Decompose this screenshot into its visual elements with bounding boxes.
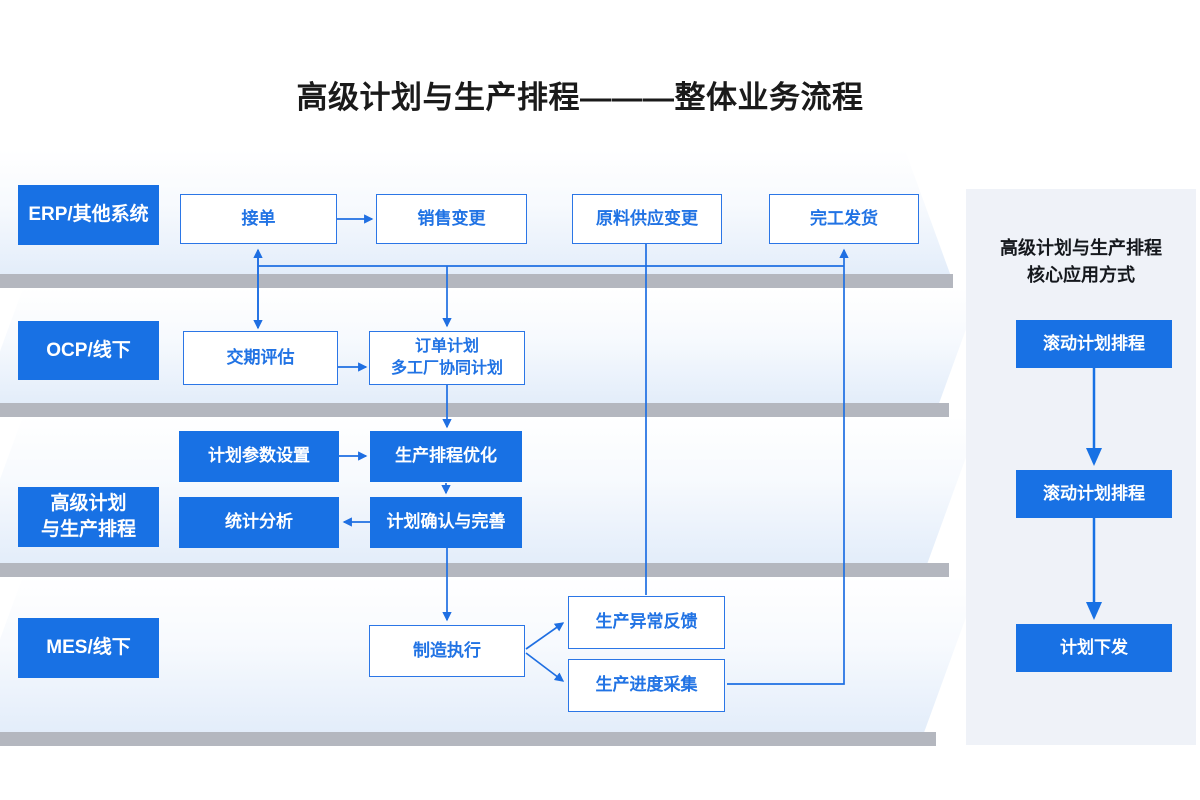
shelf-bar-4 [0,732,936,746]
node-production-exception-feedback-label: 生产异常反馈 [595,612,698,632]
lane-mes-text: MES/线下 [46,637,131,659]
panel-step-plan-release: 计划下发 [1016,624,1172,672]
node-order-plan: 订单计划 多工厂协同计划 [369,331,525,385]
node-completion-delivery-label: 完工发货 [810,208,878,228]
node-plan-parameter-setting: 计划参数设置 [179,431,339,482]
panel-step-2-label: 滚动计划排程 [1043,483,1145,503]
connector-jindu-wangong [727,248,849,685]
lane-aps-text-line1: 高级计划 [50,493,127,515]
node-scheduling-optimization: 生产排程优化 [370,431,522,482]
node-production-progress-collection: 生产进度采集 [568,659,725,712]
node-order-plan-label-line2: 多工厂协同计划 [390,360,503,377]
node-delivery-evaluation: 交期评估 [183,331,338,385]
node-manufacturing-execution: 制造执行 [369,625,525,677]
node-plan-parameter-setting-label: 计划参数设置 [208,446,310,466]
shelf-bar-1 [0,274,953,288]
node-completion-delivery: 完工发货 [769,194,919,244]
shelf-bar-3 [0,563,949,577]
side-panel-title-line1: 高级计划与生产排程 [1000,238,1162,258]
node-order-plan-label-line1: 订单计划 [414,338,479,356]
node-plan-confirmation: 计划确认与完善 [370,497,522,548]
panel-step-rolling-schedule-2: 滚动计划排程 [1016,470,1172,518]
node-order-receipt: 接单 [180,194,337,244]
node-sales-change-label: 销售变更 [417,208,486,228]
page-title: 高级计划与生产排程———整体业务流程 [296,80,864,115]
panel-step-rolling-schedule-1: 滚动计划排程 [1016,320,1172,368]
side-panel-title-line2: 核心应用方式 [1027,265,1135,285]
lane-ocp-text: OCP/线下 [46,339,131,361]
node-material-supply-change-label: 原料供应变更 [596,208,698,228]
lane-label-aps: 高级计划 与生产排程 [18,487,159,547]
lane-erp-text: ERP/其他系统 [28,204,149,226]
lane-label-ocp: OCP/线下 [18,321,159,380]
lane-aps-text-line2: 与生产排程 [40,519,136,540]
node-scheduling-optimization-label: 生产排程优化 [395,446,497,466]
node-manufacturing-execution-label: 制造执行 [413,640,481,660]
node-production-progress-collection-label: 生产进度采集 [595,675,698,695]
node-statistical-analysis-label: 统计分析 [225,512,293,532]
connector-zhizao-jindu [525,652,565,682]
node-sales-change: 销售变更 [376,194,527,244]
node-production-exception-feedback: 生产异常反馈 [568,596,725,649]
node-plan-confirmation-label: 计划确认与完善 [386,512,506,532]
node-delivery-evaluation-label: 交期评估 [226,347,295,367]
panel-step-3-label: 计划下发 [1060,637,1128,657]
shelf-bar-2 [0,403,949,417]
node-material-supply-change: 原料供应变更 [572,194,722,244]
node-order-receipt-label: 接单 [241,208,276,228]
lane-label-mes: MES/线下 [18,618,159,678]
connector-zhizao-yichang [525,622,565,650]
lane-label-erp: ERP/其他系统 [18,185,159,245]
node-statistical-analysis: 统计分析 [179,497,339,548]
panel-step-1-label: 滚动计划排程 [1043,333,1145,353]
side-panel-title: 高级计划与生产排程 核心应用方式 [966,235,1196,289]
